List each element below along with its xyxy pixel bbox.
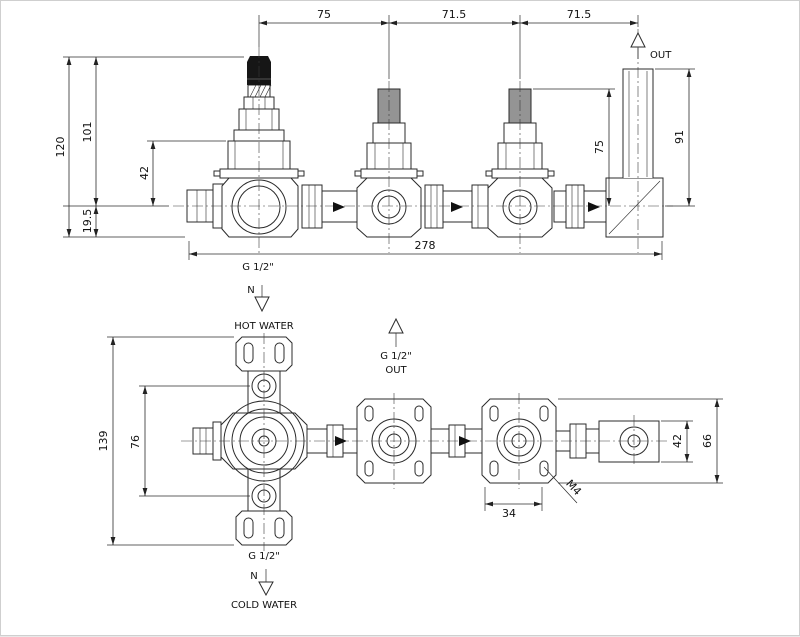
out-direction: OUT [630,31,672,61]
dim-span3-label: 71.5 [567,8,592,21]
n-bottom-label: N [250,571,257,582]
dim-span1-label: 75 [317,8,331,21]
dim-139-label: 139 [97,431,110,452]
coupling-1 [301,184,358,229]
centerlines-top-view [173,29,673,253]
mounting-slot [364,460,374,477]
g-half-out-label: G 1/2" [380,351,412,362]
mounting-slot [489,405,499,422]
flow-arrow-icon [335,436,347,446]
n-top-label: N [247,285,254,296]
inlet-annotation: G 1/2" N [242,262,274,313]
g-half-top-label: G 1/2" [242,262,274,273]
out-mid-label: OUT [385,365,407,376]
mounting-slot [539,460,549,477]
dim-66-label: 66 [701,434,714,448]
cold-water-label: COLD WATER [231,600,297,611]
inlet-down-arrow-icon [254,296,270,313]
cold-water-annotation: G 1/2" N COLD WATER [231,551,297,611]
out-up-arrow-icon [630,31,646,48]
dim-76-label: 76 [129,435,142,449]
outlet-block-plan [555,420,660,463]
centerlines-bottom-view [181,333,669,551]
m4-label: M4 [563,477,584,498]
cold-down-arrow-icon [258,581,274,597]
mounting-slot [364,405,374,422]
mounting-slot [414,460,424,477]
mounting-slot [489,460,499,477]
top-view-dimensions: 75 71.5 71.5 120 101 19.5 42 278 75 91 [54,8,695,260]
dim-span2-label: 71.5 [442,8,467,21]
dim-42-label: 42 [138,166,151,180]
thermostatic-valve [213,56,305,238]
dim-19p5-label: 19.5 [81,209,94,234]
flow-arrow-icon [588,202,600,212]
mounting-slot [243,517,254,539]
mounting-slot [414,405,424,422]
out-top-label: OUT [650,50,672,61]
dim-75-right-label: 75 [593,140,606,154]
mounting-slot [539,405,549,422]
flow-arrow-icon [459,436,471,446]
top-view: OUT G 1/2" N [173,29,673,313]
dim-34-label: 34 [502,507,516,520]
bottom-view-dimensions: 139 76 42 66 34 M4 [97,336,723,546]
hot-water-label: HOT WATER [234,321,294,332]
coupling-2 [424,184,489,229]
flow-arrow-icon [333,202,345,212]
dim-278-label: 278 [415,239,436,252]
dim-91-label: 91 [673,130,686,144]
dim-42-bottom-label: 42 [671,434,684,448]
bottom-view: HOT WATER G 1/2" OUT G 1/2" N COLD WATER [181,317,669,611]
outlet-elbow [605,68,664,238]
g-half-bottom-label: G 1/2" [248,551,280,562]
dim-101-label: 101 [81,122,94,143]
diverter-valve-3 [485,88,555,238]
flow-arrow-icon [451,202,463,212]
mounting-slot [274,517,285,539]
mounting-slot [243,342,254,364]
mid-out-annotation: G 1/2" OUT [380,317,412,376]
mounting-slot [274,342,285,364]
dim-120-label: 120 [54,137,67,158]
outlet-mid-up-arrow-icon [388,317,404,334]
